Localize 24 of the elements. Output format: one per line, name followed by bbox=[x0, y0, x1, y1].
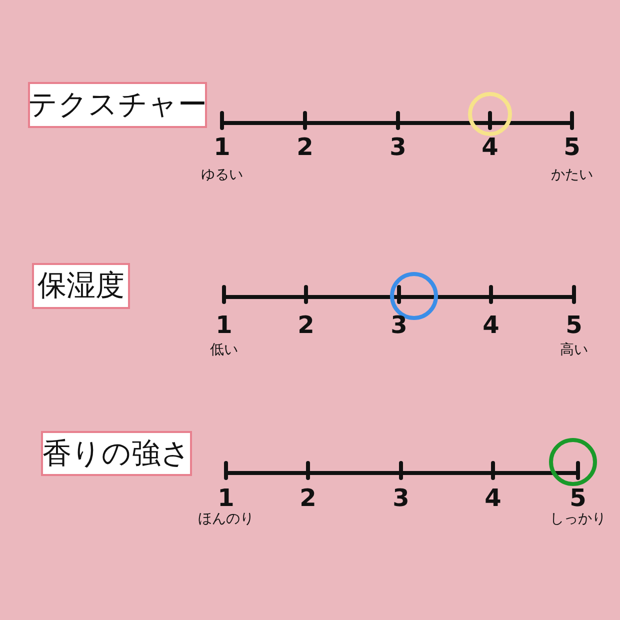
scale-number: 1 bbox=[218, 486, 234, 510]
scale-number: 2 bbox=[298, 313, 314, 337]
end-label: 高い bbox=[560, 343, 588, 357]
end-label: ゆるい bbox=[201, 168, 243, 182]
scale-number: 5 bbox=[566, 313, 582, 337]
end-label: しっかり bbox=[550, 512, 606, 526]
scale-number: 3 bbox=[390, 135, 406, 159]
title-box: 香りの強さ bbox=[41, 431, 192, 476]
scale-number: 1 bbox=[214, 135, 230, 159]
scale-number: 3 bbox=[390, 313, 408, 337]
scale-number: 5 bbox=[564, 135, 580, 159]
scale-number: 3 bbox=[392, 486, 410, 510]
title-box: テクスチャー bbox=[28, 82, 207, 128]
title-box: 保湿度 bbox=[32, 263, 130, 309]
scale-number: 4 bbox=[482, 135, 498, 159]
scale-number: 5 bbox=[570, 486, 586, 510]
scale-number: 1 bbox=[216, 313, 232, 337]
scale-number: 2 bbox=[296, 135, 314, 159]
scale-number: 4 bbox=[484, 486, 502, 510]
scale-number: 2 bbox=[300, 486, 316, 510]
end-label: ほんのり bbox=[198, 512, 254, 526]
end-label: 低い bbox=[210, 343, 238, 357]
end-label: かたい bbox=[551, 168, 593, 182]
scale-number: 4 bbox=[482, 313, 500, 337]
